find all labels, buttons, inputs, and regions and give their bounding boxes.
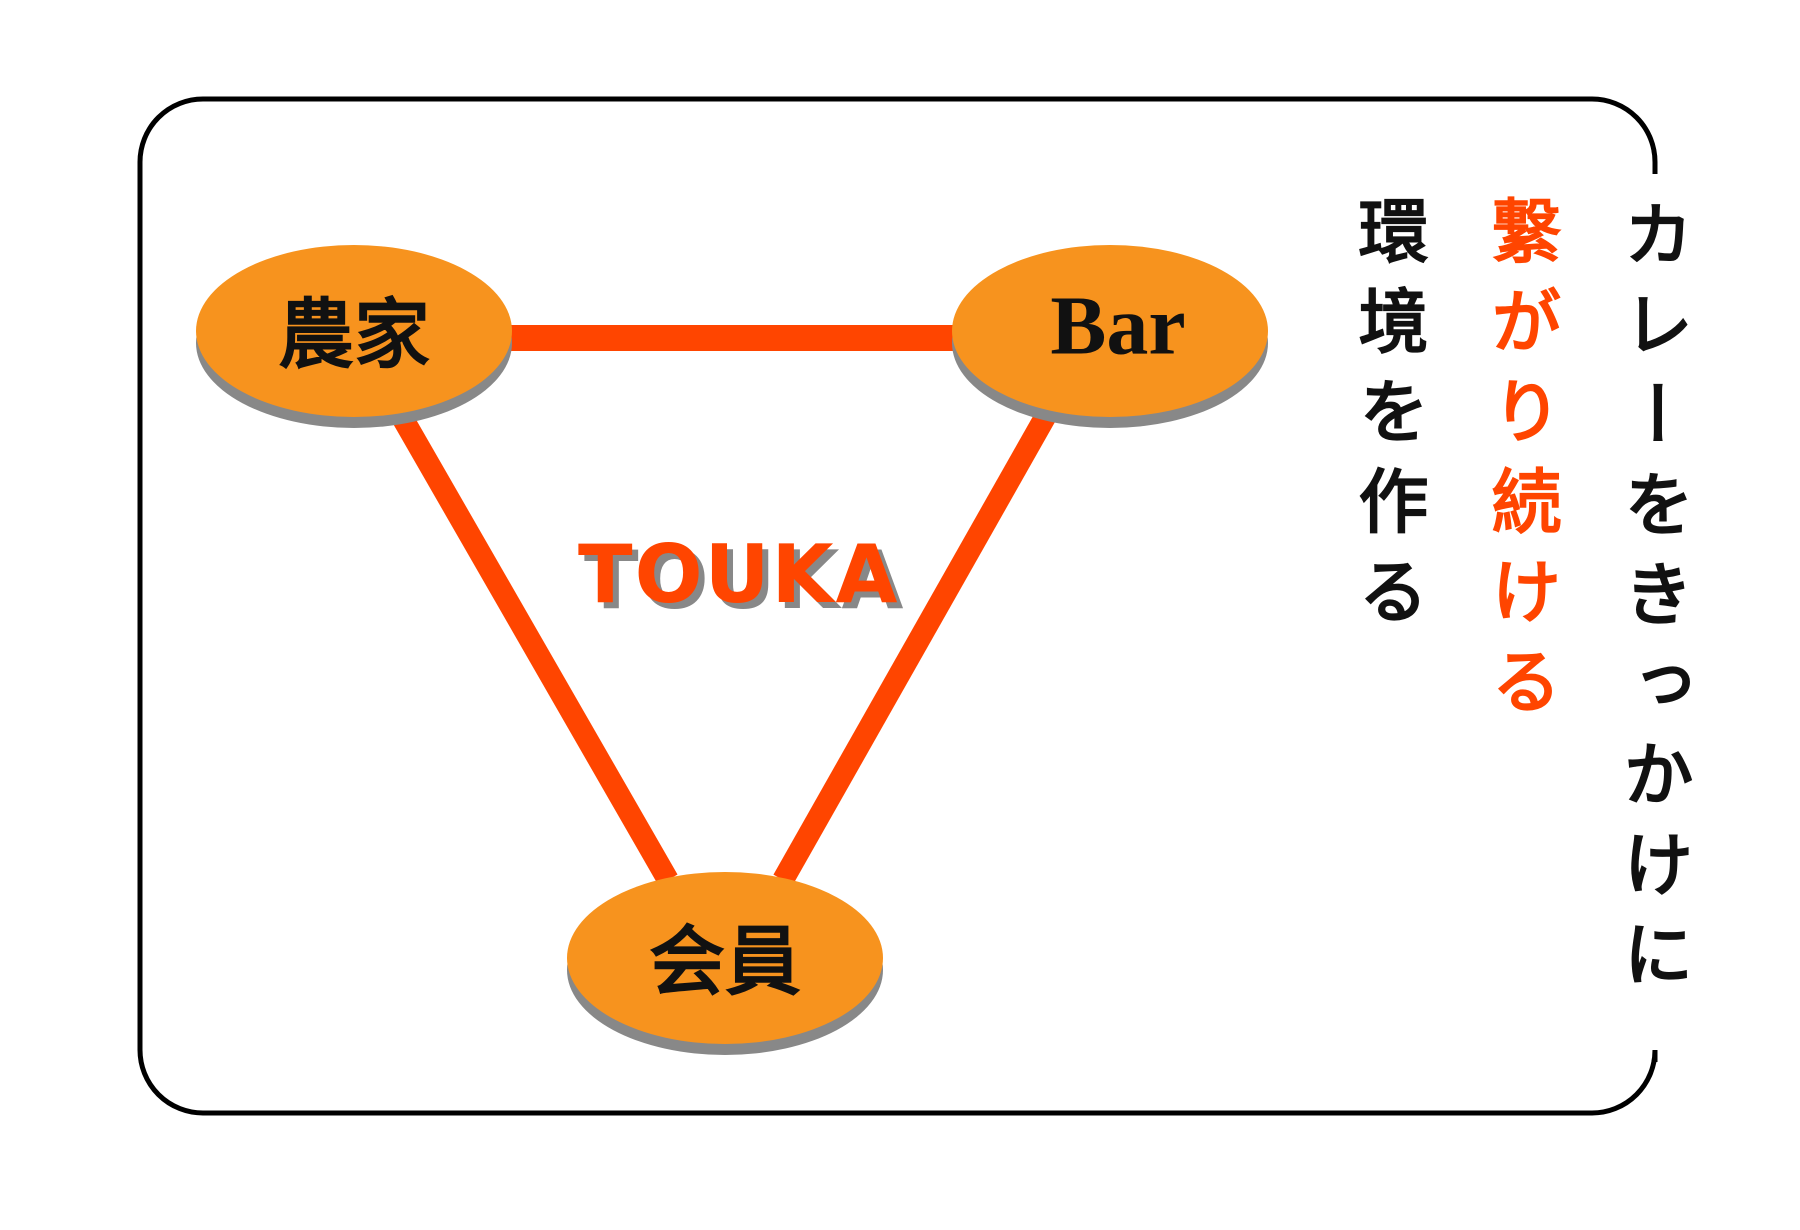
tagline-line-2: 繋がり続ける — [1480, 195, 1563, 735]
connector-bar-member — [773, 399, 1062, 886]
node-label-bar: Bar — [1050, 279, 1186, 373]
connector-farmer-member — [385, 399, 678, 886]
node-farmer — [196, 245, 512, 428]
tagline-line-3: 環境を作る — [1347, 195, 1430, 645]
tagline-line-1: カレーをきっかけに — [1612, 198, 1695, 1008]
touka-logo: TOUKA — [578, 528, 900, 621]
node-member — [567, 872, 883, 1055]
node-label-farmer: 農家 — [278, 290, 430, 379]
frame-border — [137, 96, 1658, 1116]
node-label-member: 会員 — [649, 917, 801, 1006]
node-bar — [952, 245, 1268, 428]
